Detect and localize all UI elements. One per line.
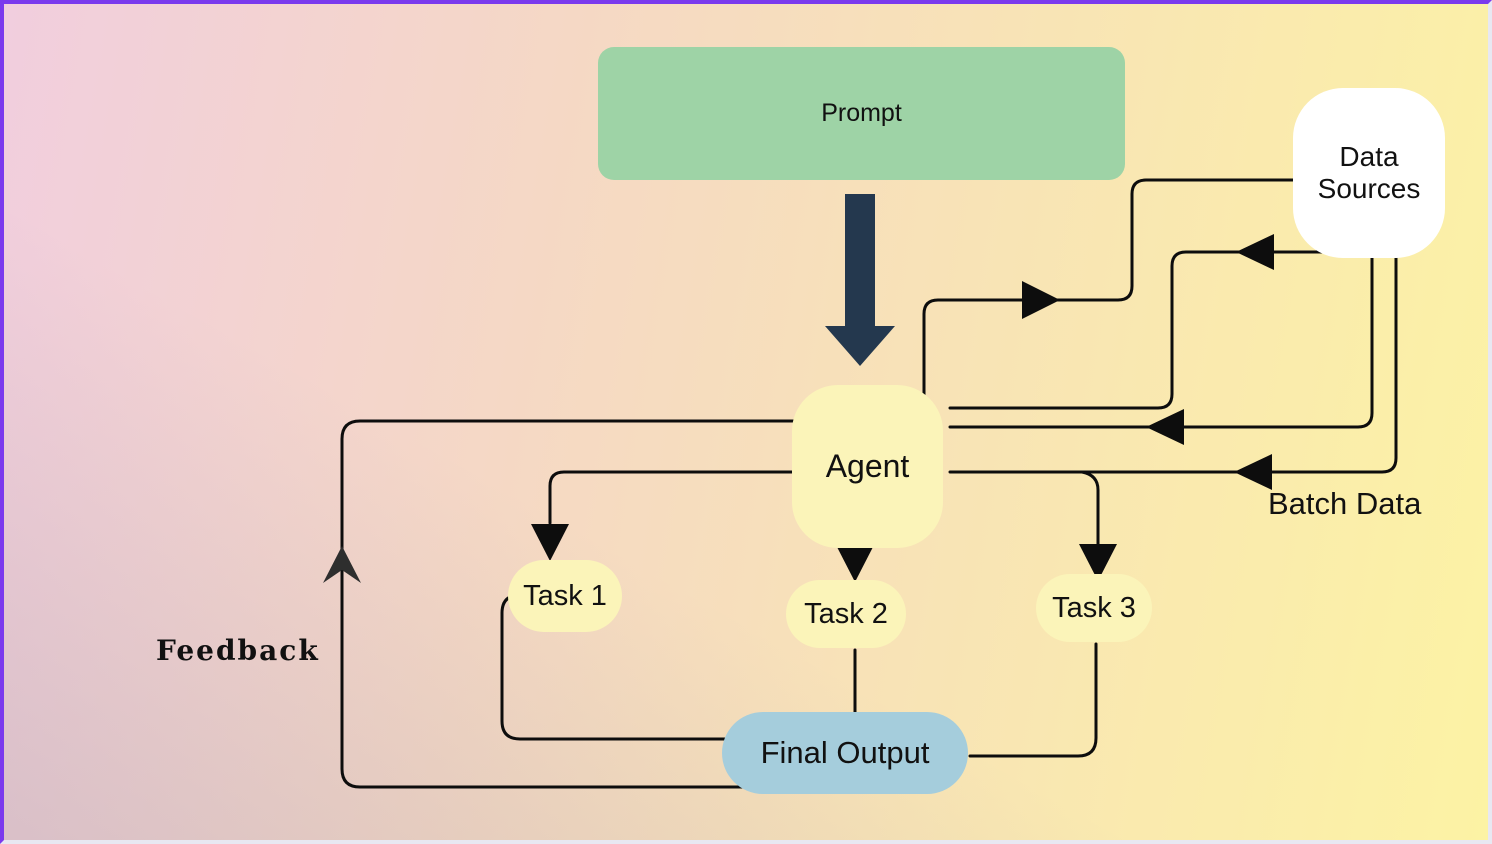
node-agent-label: Agent bbox=[825, 448, 910, 484]
edge-agent-to-task1 bbox=[548, 470, 796, 525]
arrowhead-right-icon bbox=[1022, 281, 1060, 319]
feedback-label: Feedback bbox=[156, 634, 320, 667]
edge-feedback-loop bbox=[340, 419, 797, 789]
connector-lines bbox=[340, 178, 1398, 789]
arrowhead-left-batch-icon bbox=[1234, 454, 1272, 490]
node-final-output-label: Final Output bbox=[760, 735, 930, 770]
edge-datasources-to-agent-middle bbox=[948, 254, 1374, 429]
arrowhead-down-task1-icon bbox=[531, 524, 569, 561]
arrowhead-down-task3-icon bbox=[1079, 544, 1117, 581]
chevron-up-icon bbox=[323, 546, 361, 583]
node-task-2-label: Task 2 bbox=[804, 597, 888, 630]
connector-layer bbox=[323, 178, 1398, 789]
edge-datasources-to-agent-batch bbox=[948, 254, 1398, 474]
node-data-sources-label: Data Sources bbox=[1317, 140, 1421, 204]
node-data-sources[interactable]: Data Sources bbox=[1293, 88, 1445, 258]
arrowhead-left-middle-icon bbox=[1146, 409, 1184, 445]
edge-agent-to-task3 bbox=[1080, 470, 1100, 546]
arrowheads bbox=[531, 234, 1274, 582]
arrowhead-down-task2-icon bbox=[836, 545, 874, 582]
node-agent[interactable]: Agent bbox=[792, 385, 943, 548]
node-task-1-label: Task 1 bbox=[523, 579, 607, 612]
node-task-3[interactable]: Task 3 bbox=[1036, 574, 1152, 642]
prompt-arrow-icon bbox=[825, 194, 895, 366]
node-task-2[interactable]: Task 2 bbox=[786, 580, 906, 648]
edge-agent-to-datasources bbox=[922, 178, 1302, 398]
edge-datasources-to-agent-upper bbox=[948, 250, 1356, 410]
node-final-output[interactable]: Final Output bbox=[722, 712, 968, 794]
arrowhead-left-upper-icon bbox=[1236, 234, 1274, 270]
batch-data-label: Batch Data bbox=[1268, 486, 1422, 521]
node-prompt-label: Prompt bbox=[821, 99, 902, 127]
edge-task3-to-final bbox=[968, 642, 1098, 758]
node-task-1[interactable]: Task 1 bbox=[508, 560, 622, 632]
node-prompt[interactable]: Prompt bbox=[598, 47, 1125, 180]
node-task-3-label: Task 3 bbox=[1052, 591, 1136, 624]
